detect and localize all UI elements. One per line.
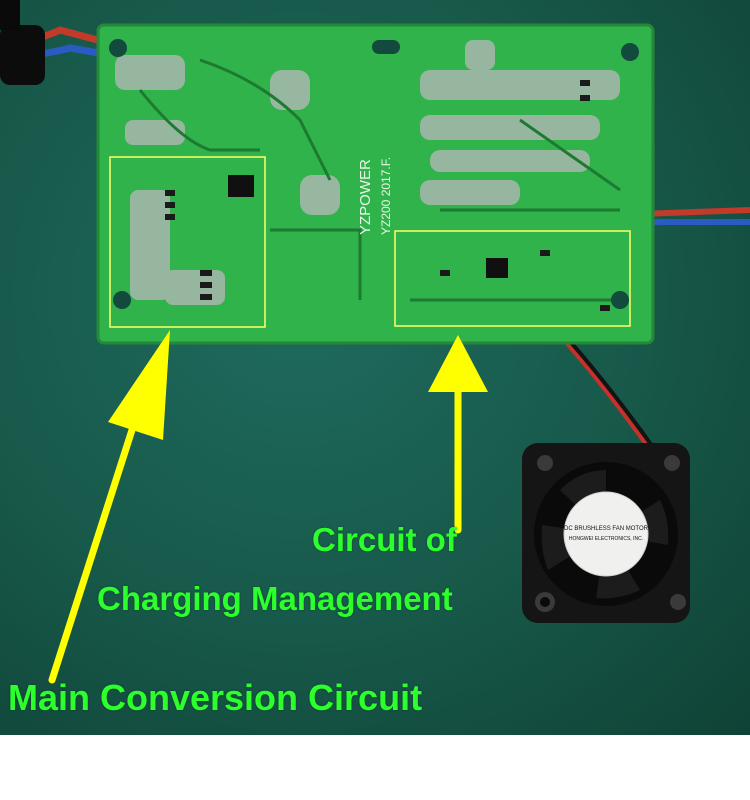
arrow-to-charging-management [428,335,488,534]
main-conversion-box [109,156,266,328]
annotated-pcb-photo: YZPOWER YZ200 2017.F. DC BRUSHLESS FAN M… [0,0,750,735]
board-brand-text: YZPOWER [357,159,374,235]
input-cable [0,0,111,85]
circuit-board: YZPOWER YZ200 2017.F. [96,23,655,345]
cooling-fan: DC BRUSHLESS FAN MOTOR HONGWEI ELECTRONI… [522,443,690,623]
pcb-scene: YZPOWER YZ200 2017.F. DC BRUSHLESS FAN M… [0,0,750,684]
output-cable [639,207,750,225]
fan-sticker-line2: HONGWEI ELECTRONICS, INC. [569,536,643,542]
bottom-whitespace [0,735,750,800]
arrow-to-main-conversion [48,330,170,684]
fan-cable [553,328,657,452]
fan-sticker-line1: DC BRUSHLESS FAN MOTOR [564,526,649,532]
board-model-text: YZ200 2017.F. [379,157,393,235]
charging-management-label-line2: Charging Management [97,580,453,617]
charging-management-label-line1: Circuit of [312,521,457,558]
charging-management-box [394,230,631,327]
main-conversion-label: Main Conversion Circuit [8,677,423,718]
